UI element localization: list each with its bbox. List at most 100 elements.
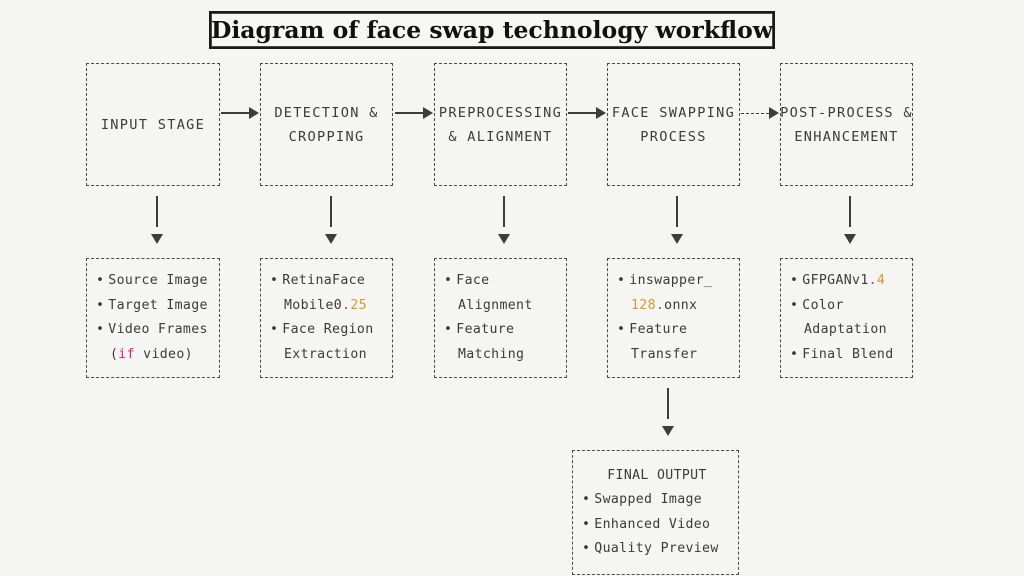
list-item: •Source Image (96, 273, 208, 288)
arrow-shaft (568, 112, 596, 114)
bullet-icon: • (96, 297, 105, 313)
list-item: •Quality Preview (582, 541, 719, 556)
connector-shaft (330, 196, 332, 227)
stage-box-face-swapping-process[interactable]: FACE SWAPPING PROCESS (607, 63, 740, 186)
bullet-icon: • (617, 322, 626, 337)
arrow-shaft (741, 112, 769, 114)
list-item: •Face Region (270, 322, 374, 337)
list-item-continuation: Mobile0.25 (270, 294, 386, 319)
list-item-continuation: Adaptation (804, 322, 887, 337)
arrow-head-icon (249, 107, 259, 119)
bullet-icon: • (270, 322, 279, 337)
list-item: •RetinaFace (270, 273, 366, 288)
list-item-continuation: Transfer (631, 346, 698, 362)
token-extension: onnx (664, 297, 698, 313)
stage-box-input-stage[interactable]: INPUT STAGE (86, 63, 220, 186)
bullet-icon: • (790, 297, 799, 313)
arrow-head-icon (423, 107, 433, 119)
stage-box-post-process-enhancement[interactable]: POST-PROCESS & ENHANCEMENT (780, 63, 913, 186)
bullet-icon: • (617, 273, 626, 288)
connector-preprocessing-down (497, 196, 511, 244)
stage-label-line-2: PROCESS (640, 128, 707, 145)
connector-shaft (156, 196, 158, 227)
stage-label-line-1: POST-PROCESS & (780, 104, 913, 121)
arrow-head-down-icon (151, 234, 163, 244)
token-gfpgan: GFPGANv1 (802, 273, 869, 288)
list-item: •Face (444, 273, 490, 288)
connector-faceswap-down (670, 196, 684, 244)
token-number: 128 (631, 297, 656, 313)
stage-label-line-1: DETECTION & (274, 104, 379, 121)
final-output-box[interactable]: FINAL OUTPUT •Swapped Image •Enhanced Vi… (572, 450, 739, 575)
list-item: •Target Image (96, 297, 208, 313)
stage-label-line-2: ENHANCEMENT (794, 128, 899, 145)
list-item: •Feature (444, 322, 515, 337)
detail-box-input-stage[interactable]: •Source Image •Target Image •Video Frame… (86, 258, 220, 378)
bullet-icon: • (582, 516, 591, 532)
connector-shaft (667, 388, 669, 419)
stage-label-line-1: PREPROCESSING (438, 104, 563, 121)
token-number: 4 (876, 273, 886, 288)
arrow-head-icon (596, 107, 606, 119)
list-item-continuation: Alignment (458, 297, 533, 313)
connector-input-stage-down (150, 196, 164, 244)
list-item-continuation: Extraction (284, 346, 367, 362)
bullet-icon: • (96, 322, 105, 337)
list-item: •inswapper_ (617, 273, 713, 288)
token-paren-open: ( (110, 346, 119, 362)
detail-box-preprocessing-alignment[interactable]: •Face Alignment •Feature Matching (434, 258, 567, 378)
token-dot: . (342, 297, 351, 313)
list-item: •GFPGANv1.4 (790, 269, 906, 294)
arrow-head-down-icon (671, 234, 683, 244)
list-item-continuation: 128.onnx (617, 294, 733, 319)
arrow-head-down-icon (844, 234, 856, 244)
bullet-icon: • (582, 541, 591, 556)
bullet-icon: • (270, 273, 279, 288)
page-title: Diagram of face swap technology workflow (210, 16, 774, 44)
token-mobile: Mobile0 (284, 297, 343, 313)
list-item: •Final Blend (790, 346, 894, 362)
arrow-shaft (221, 112, 249, 114)
list-item: •Feature (617, 322, 688, 337)
connector-detection-down (324, 196, 338, 244)
arrow-head-down-icon (498, 234, 510, 244)
bullet-icon: • (96, 273, 105, 288)
diagram-title-inner-border: Diagram of face swap technology workflow (211, 13, 773, 47)
token-dot: . (868, 273, 877, 288)
detail-box-post-process-enhancement[interactable]: •GFPGANv1.4 •Color Adaptation •Final Ble… (780, 258, 913, 378)
arrow-shaft (395, 112, 423, 114)
diagram-title: Diagram of face swap technology workflow (209, 11, 775, 49)
arrow-head-icon (769, 107, 779, 119)
detail-box-face-swapping-process[interactable]: •inswapper_ 128.onnx •Feature Transfer (607, 258, 740, 378)
arrow-head-down-icon (325, 234, 337, 244)
arrow-input-to-detection (221, 107, 259, 119)
stage-label-line-2: CROPPING (288, 128, 365, 145)
list-item-continuation: Matching (458, 346, 525, 362)
bullet-icon: • (582, 492, 591, 507)
list-item-continuation: (if video) (96, 343, 213, 368)
final-output-heading: FINAL OUTPUT (607, 467, 707, 483)
arrow-faceswap-to-postprocess (741, 107, 779, 119)
arrow-detection-to-preprocessing (395, 107, 433, 119)
stage-box-detection-cropping[interactable]: DETECTION & CROPPING (260, 63, 393, 186)
list-item: •Swapped Image (582, 492, 703, 507)
token-keyword-if: if (118, 346, 135, 362)
connector-shaft (676, 196, 678, 227)
bullet-icon: • (444, 322, 453, 337)
connector-faceswap-detail-to-final-output (661, 388, 675, 436)
detail-box-detection-cropping[interactable]: •RetinaFace Mobile0.25 •Face Region Extr… (260, 258, 393, 378)
bullet-icon: • (790, 346, 799, 362)
arrow-preprocessing-to-faceswap (568, 107, 606, 119)
list-item: •Video Frames (96, 322, 208, 337)
stage-label-line-1: INPUT STAGE (100, 116, 206, 133)
list-item: •Enhanced Video (582, 516, 711, 532)
connector-shaft (503, 196, 505, 227)
bullet-icon: • (444, 273, 453, 288)
bullet-icon: • (790, 273, 799, 288)
stage-box-preprocessing-alignment[interactable]: PREPROCESSING & ALIGNMENT (434, 63, 567, 186)
token-video-close: video) (134, 346, 193, 362)
token-number: 25 (350, 297, 367, 313)
token-dot: . (655, 297, 665, 313)
stage-label-line-2: & ALIGNMENT (448, 128, 553, 145)
